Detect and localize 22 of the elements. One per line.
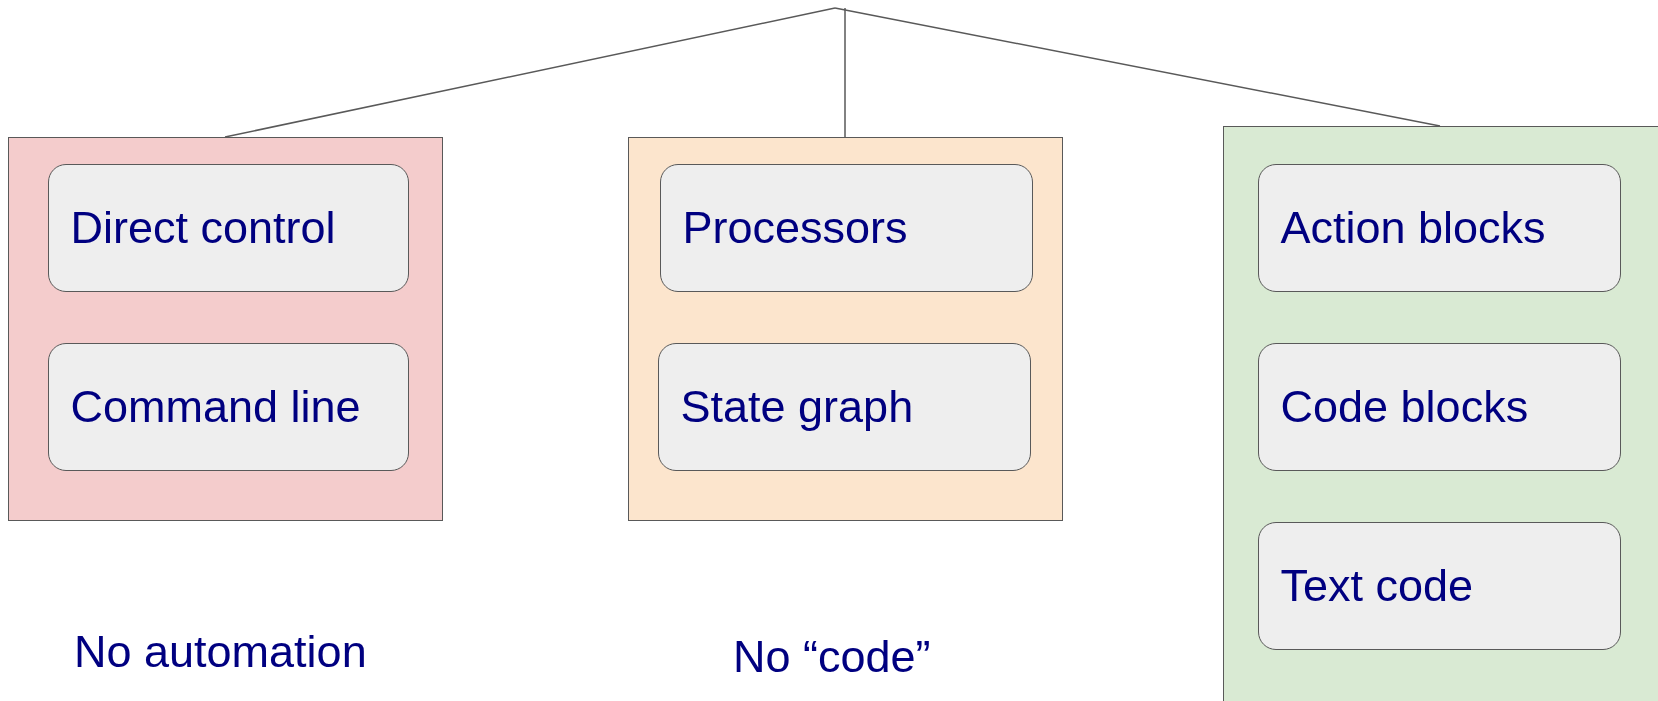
group-panel [628, 137, 1063, 521]
item-label: Text code [1280, 559, 1474, 612]
connector-line [844, 7, 846, 138]
rounded-item-box [1257, 163, 1621, 292]
rounded-item-box [47, 342, 409, 471]
rounded-item-box [1257, 521, 1621, 650]
item-label: Command line [70, 380, 361, 433]
item-label: Action blocks [1280, 201, 1546, 254]
item-label: Code blocks [1280, 380, 1529, 433]
caption-text: No automation [74, 626, 367, 678]
rounded-item-box [659, 163, 1033, 292]
group-panel [1223, 126, 1658, 701]
caption-text: No “code” [733, 631, 931, 683]
rounded-item-box [1257, 342, 1621, 471]
rounded-item-box [47, 163, 409, 292]
rounded-item-box [657, 342, 1031, 471]
connector-line [224, 7, 836, 138]
connector-line [834, 7, 1441, 127]
item-label: State graph [680, 380, 914, 433]
item-label: Direct control [70, 201, 336, 254]
group-panel [8, 137, 443, 521]
item-label: Processors [682, 201, 908, 254]
